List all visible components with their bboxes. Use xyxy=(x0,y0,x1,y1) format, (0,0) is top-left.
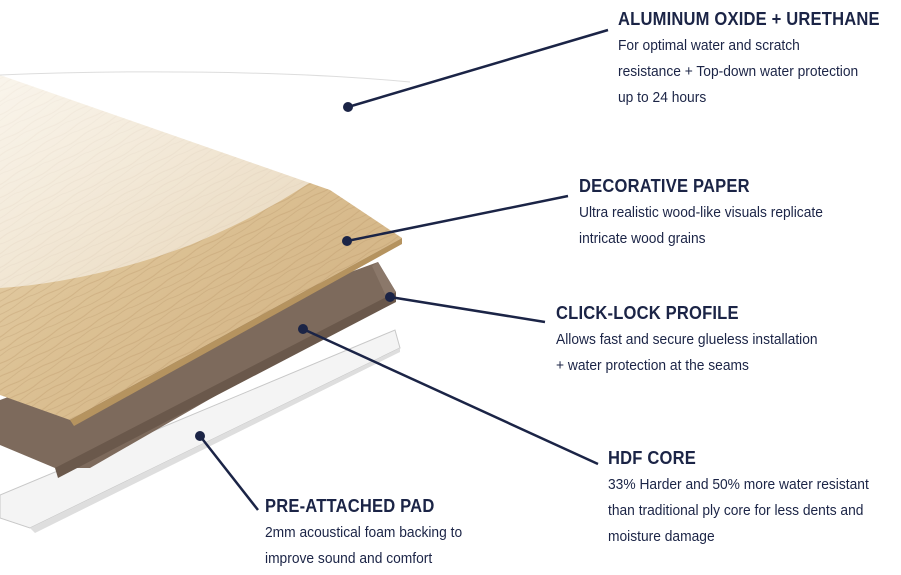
callout-line: resistance + Top-down water protection xyxy=(618,63,859,80)
callout-line: + water protection at the seams xyxy=(556,357,749,374)
callout-line: up to 24 hours xyxy=(618,89,707,106)
callout-line: moisture damage xyxy=(608,528,715,545)
callout-line: improve sound and comfort xyxy=(265,550,433,567)
leader-dot-aluminum xyxy=(343,102,353,112)
callout-title: PRE-ATTACHED PAD xyxy=(265,496,435,516)
hdf-core-layer xyxy=(0,262,396,478)
callout-line: than traditional ply core for less dents… xyxy=(608,502,864,519)
aluminum-oxide-overlay xyxy=(0,71,411,288)
leader-line-clicklock xyxy=(389,295,546,324)
leader-dot-hdf xyxy=(298,324,308,334)
leader-dot-decorative xyxy=(342,236,352,246)
leader-line-hdf xyxy=(302,327,599,466)
callout-title: HDF CORE xyxy=(608,448,696,468)
callout-hdf-core: HDF CORE 33% Harder and 50% more water r… xyxy=(608,447,891,550)
callout-aluminum-oxide: ALUMINUM OXIDE + URETHANE For optimal wa… xyxy=(618,8,901,111)
callout-line: 2mm acoustical foam backing to xyxy=(265,524,463,541)
callout-click-lock-profile: CLICK-LOCK PROFILE Allows fast and secur… xyxy=(556,302,840,379)
callout-line: Allows fast and secure glueless installa… xyxy=(556,331,818,348)
leader-line-decorative xyxy=(346,194,569,243)
callout-line: For optimal water and scratch xyxy=(618,37,800,54)
pad-layer xyxy=(0,329,401,533)
callout-pre-attached-pad: PRE-ATTACHED PAD 2mm acoustical foam bac… xyxy=(265,495,479,572)
leader-dot-clicklock xyxy=(385,292,395,302)
callout-line: intricate wood grains xyxy=(579,230,706,247)
callout-decorative-paper: DECORATIVE PAPER Ultra realistic wood-li… xyxy=(579,175,844,252)
callout-title: ALUMINUM OXIDE + URETHANE xyxy=(618,9,880,29)
leader-dot-pad xyxy=(195,431,205,441)
callout-line: 33% Harder and 50% more water resistant xyxy=(608,476,869,493)
callout-title: CLICK-LOCK PROFILE xyxy=(556,303,739,323)
callout-line: Ultra realistic wood-like visuals replic… xyxy=(579,204,823,221)
leader-line-aluminum xyxy=(347,28,609,109)
leader-line-pad xyxy=(199,435,259,511)
callout-title: DECORATIVE PAPER xyxy=(579,176,750,196)
leader-lines xyxy=(195,28,609,511)
